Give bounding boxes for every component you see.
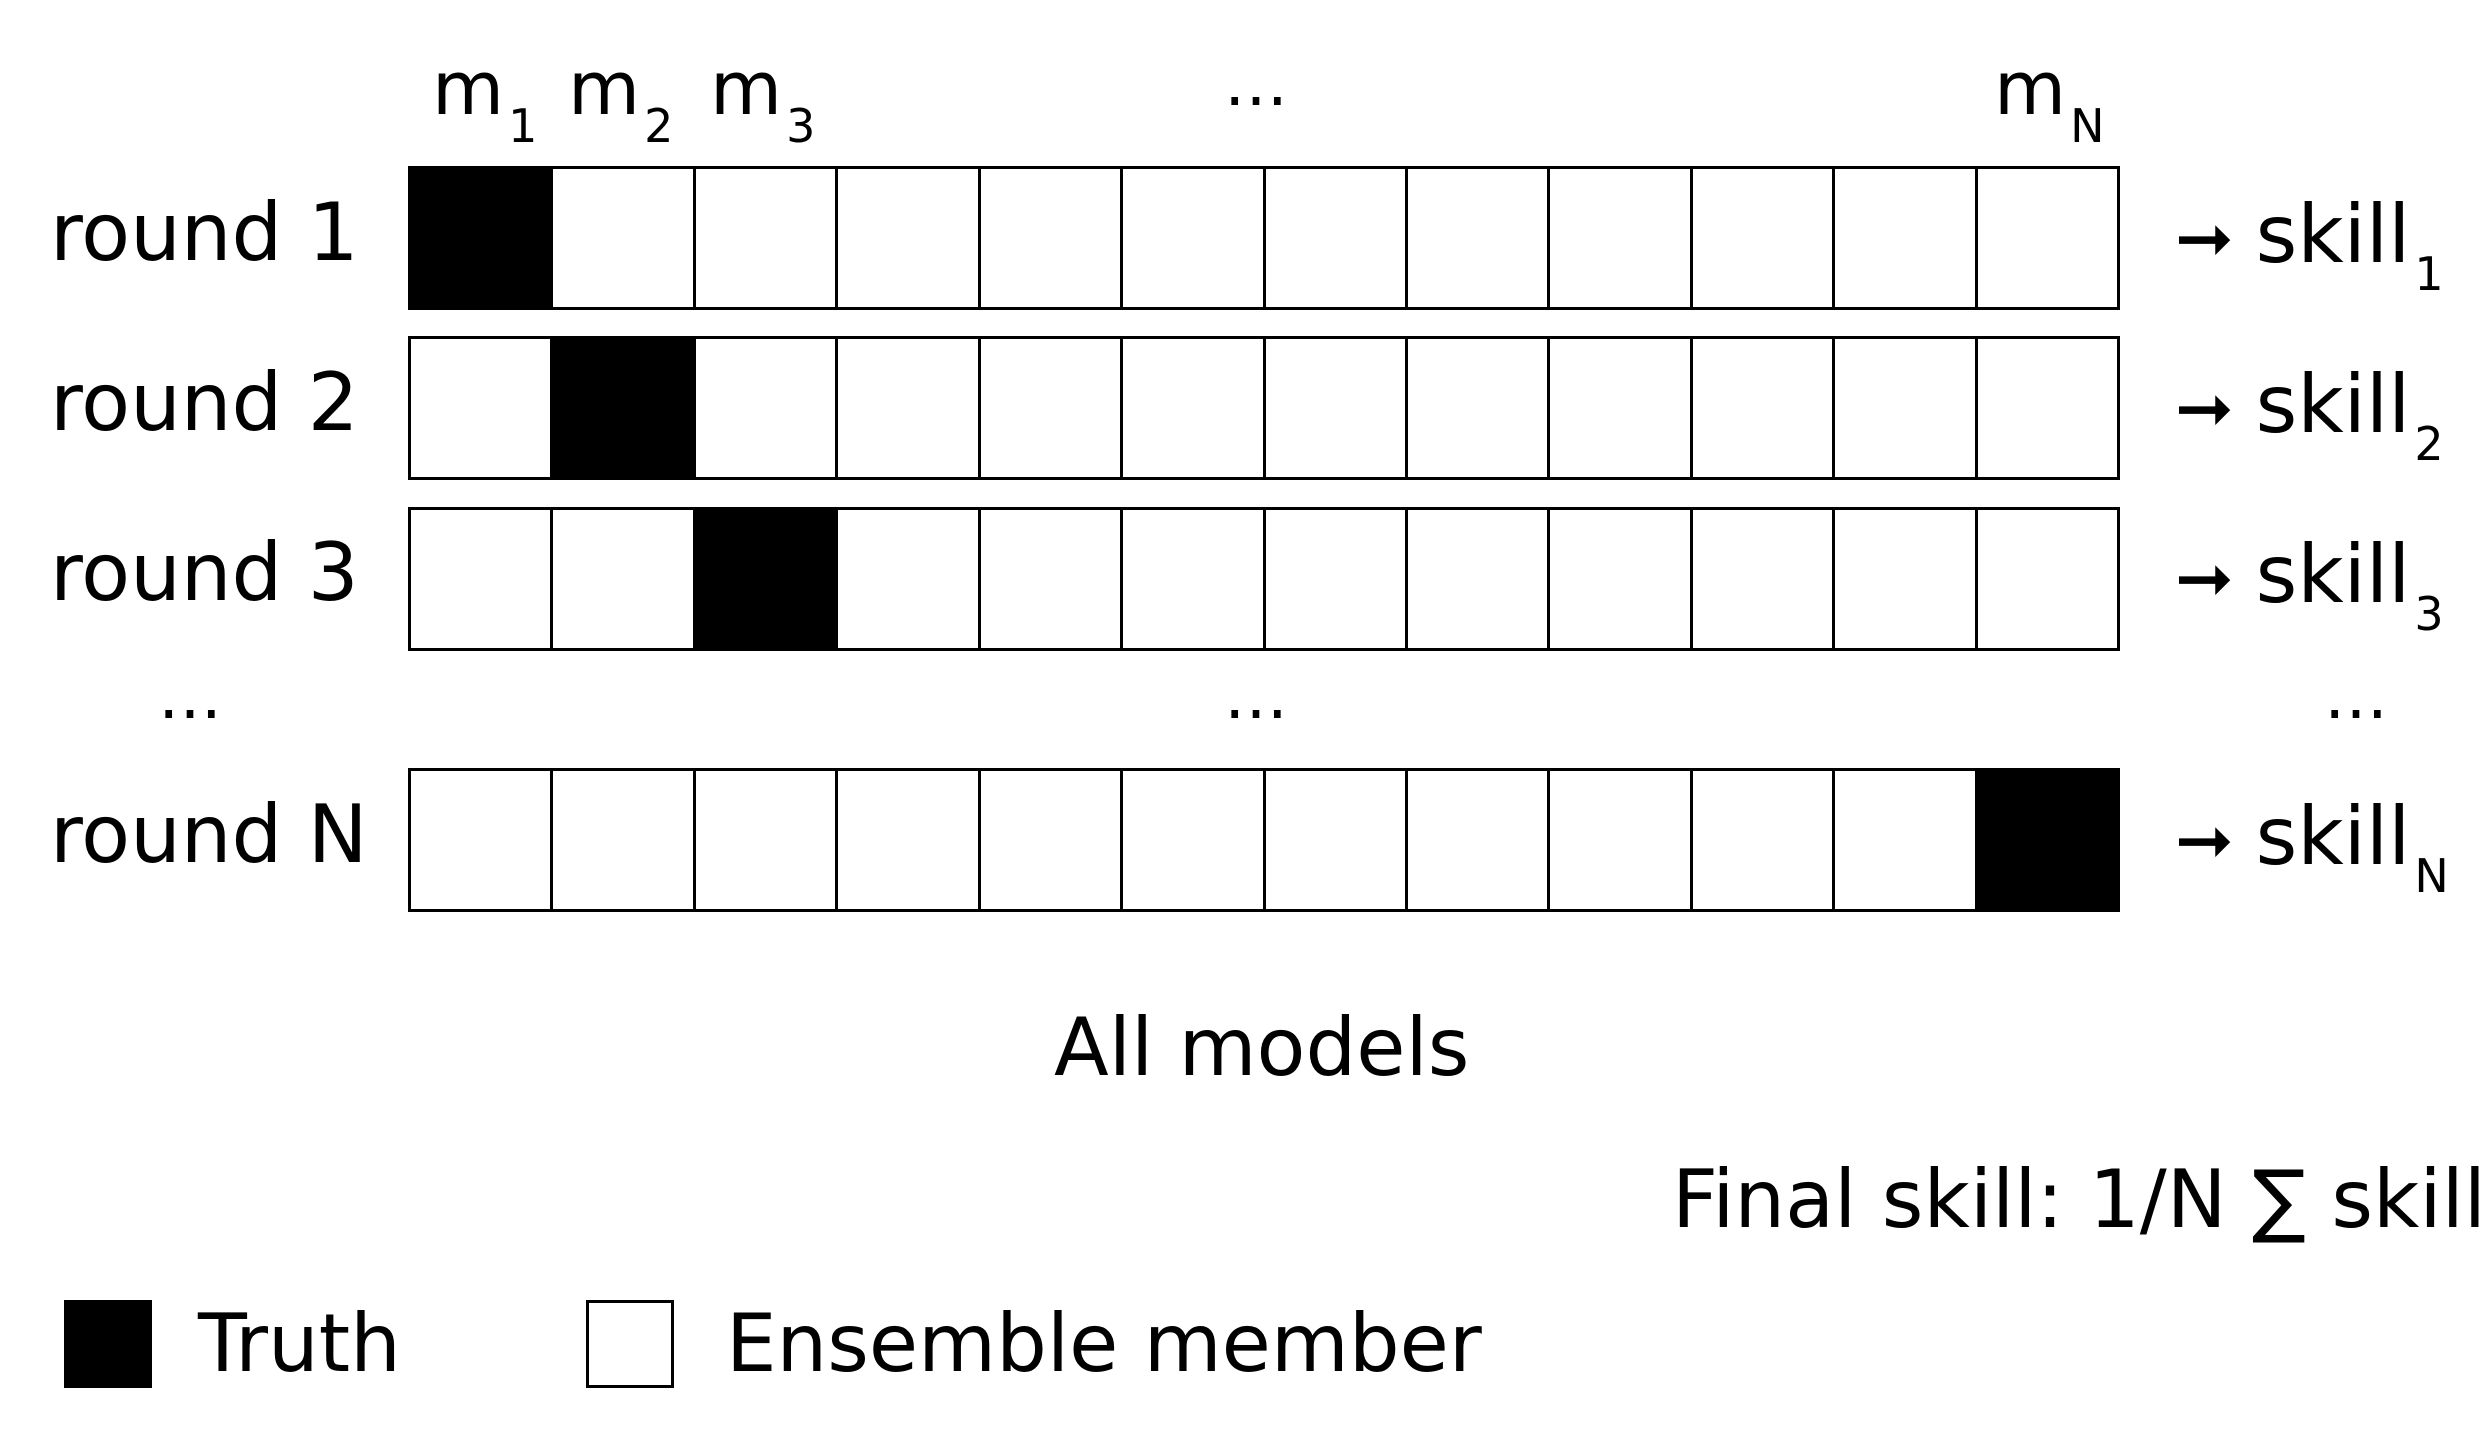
legend-truth-swatch [64, 1300, 152, 1388]
skill-output-3: ➞skill3 [2175, 535, 2444, 638]
ensemble-member-cell [1547, 169, 1690, 307]
round-grid-N [408, 768, 2120, 912]
ensemble-member-cell [692, 169, 836, 307]
column-header-m3-base: m [710, 46, 783, 132]
final-skill-formula: Final skill: 1/N ∑ skilli [1672, 1160, 2480, 1240]
truth-cell [411, 169, 551, 307]
ensemble-member-cell [1262, 510, 1405, 648]
round-label-1: round 1 [50, 186, 359, 279]
rows-ellipsis-right: … [2324, 660, 2392, 734]
legend-truth-label: Truth [198, 1297, 401, 1390]
ensemble-member-cell [1262, 169, 1405, 307]
ensemble-member-cell [1974, 169, 2118, 307]
ensemble-member-cell [1547, 771, 1690, 909]
column-header-mN: mN [1994, 52, 2105, 149]
ensemble-member-cell [977, 510, 1121, 648]
column-header-m1-base: m [432, 46, 505, 132]
ensemble-member-cell [1832, 339, 1975, 477]
all-models-label: All models [1054, 1001, 1470, 1094]
round-grid-3 [408, 507, 2120, 651]
skill-output-N: ➞skillN [2175, 797, 2449, 900]
ensemble-member-cell [1689, 339, 1833, 477]
rows-ellipsis-left: … [158, 660, 226, 734]
ensemble-member-cell [1120, 510, 1263, 648]
column-header-m1-sub: 1 [508, 99, 538, 153]
legend-member-label: Ensemble member [726, 1297, 1482, 1390]
column-header-m2: m2 [568, 52, 673, 149]
ensemble-member-cell [1404, 339, 1548, 477]
skill-base-2: skill [2255, 358, 2411, 451]
arrow-icon: ➞ [2175, 197, 2234, 279]
round-label-3: round 3 [50, 526, 359, 619]
rows-ellipsis-middle: … [1224, 660, 1292, 734]
arrow-icon: ➞ [2175, 799, 2234, 881]
ensemble-member-cell [977, 169, 1121, 307]
ensemble-member-cell [692, 339, 836, 477]
ensemble-member-cell [692, 771, 836, 909]
ensemble-member-cell [550, 771, 693, 909]
final-skill-text: Final skill: 1/N ∑ skill [1672, 1153, 2480, 1246]
ensemble-member-cell [1262, 339, 1405, 477]
round-grid-1 [408, 166, 2120, 310]
ensemble-member-cell [835, 771, 978, 909]
skill-output-2: ➞skill2 [2175, 365, 2444, 468]
arrow-icon: ➞ [2175, 537, 2234, 619]
ensemble-member-cell [977, 771, 1121, 909]
column-header-mN-sub: N [2070, 99, 2105, 153]
column-header-m3-sub: 3 [786, 99, 816, 153]
column-header-mN-base: m [1994, 46, 2067, 132]
ensemble-member-cell [1404, 771, 1548, 909]
column-header-m3: m3 [710, 52, 815, 149]
ensemble-member-cell [1120, 169, 1263, 307]
ensemble-member-cell [835, 510, 978, 648]
arrow-icon: ➞ [2175, 367, 2234, 449]
ensemble-member-cell [550, 510, 693, 648]
ensemble-member-cell [550, 169, 693, 307]
ensemble-member-cell [1120, 771, 1263, 909]
column-header-m2-sub: 2 [644, 99, 674, 153]
ensemble-member-cell [1404, 169, 1548, 307]
skill-sub-1: 1 [2414, 247, 2444, 301]
ensemble-member-cell [835, 169, 978, 307]
ensemble-member-cell [1974, 339, 2118, 477]
ensemble-member-cell [1120, 339, 1263, 477]
truth-cell [550, 339, 693, 477]
skill-sub-2: 2 [2414, 417, 2444, 471]
ensemble-member-cell [1832, 771, 1975, 909]
skill-sub-3: 3 [2414, 587, 2444, 641]
truth-cell [692, 510, 836, 648]
round-label-2: round 2 [50, 356, 359, 449]
skill-sub-N: N [2414, 849, 2449, 903]
legend-member-swatch [586, 1300, 674, 1388]
column-header-m1: m1 [432, 52, 537, 149]
ensemble-member-cell [1974, 510, 2118, 648]
round-label-N: round N [50, 788, 368, 881]
skill-base-3: skill [2255, 528, 2411, 621]
ensemble-member-cell [411, 771, 551, 909]
ensemble-member-cell [1404, 510, 1548, 648]
ensemble-member-cell [977, 339, 1121, 477]
ensemble-member-cell [1832, 169, 1975, 307]
column-header-m2-base: m [568, 46, 641, 132]
ensemble-member-cell [1689, 510, 1833, 648]
skill-base-N: skill [2255, 790, 2411, 883]
column-header-ellipsis: … [1224, 47, 1292, 121]
ensemble-member-cell [411, 339, 551, 477]
ensemble-member-cell [1262, 771, 1405, 909]
skill-base-1: skill [2255, 188, 2411, 281]
ensemble-member-cell [411, 510, 551, 648]
ensemble-member-cell [1547, 339, 1690, 477]
ensemble-member-cell [1689, 771, 1833, 909]
skill-output-1: ➞skill1 [2175, 195, 2444, 298]
truth-cell [1974, 771, 2118, 909]
round-grid-2 [408, 336, 2120, 480]
ensemble-member-cell [1832, 510, 1975, 648]
ensemble-member-cell [835, 339, 978, 477]
ensemble-member-cell [1689, 169, 1833, 307]
ensemble-member-cell [1547, 510, 1690, 648]
